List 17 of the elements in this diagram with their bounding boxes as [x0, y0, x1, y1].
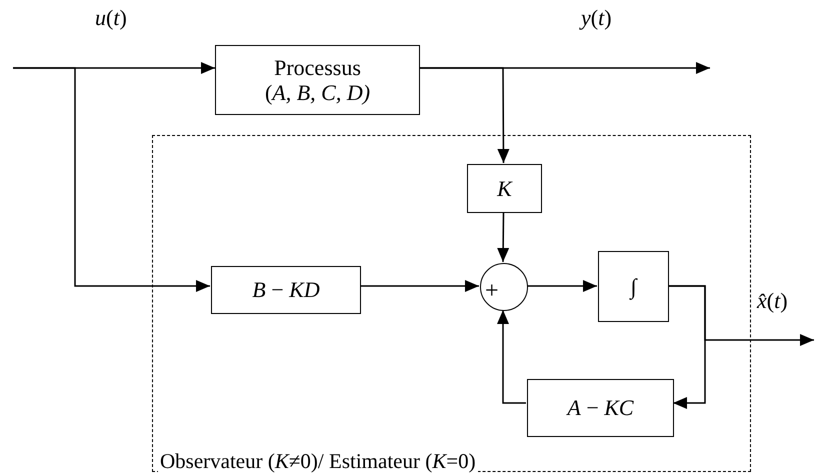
signal-label: x̂(t): [757, 288, 788, 314]
summing-junction: +: [480, 263, 528, 311]
gain-box: A − KC: [527, 379, 674, 437]
gain-box: K: [467, 164, 542, 213]
arrow: [668, 285, 814, 346]
arrow: [497, 310, 526, 404]
arrow: [360, 280, 479, 292]
signal-label: u(t): [95, 5, 127, 31]
observer-boundary: [152, 135, 751, 472]
integrator-box: ∫: [598, 251, 669, 322]
signal-label: y(t): [581, 5, 612, 31]
arrow: [497, 212, 510, 262]
arrow: [527, 280, 597, 292]
process-box: Processus (A, B, C, D): [215, 45, 420, 115]
arrow: [420, 67, 510, 163]
arrow: [13, 67, 210, 292]
gain-box: B − KD: [211, 266, 361, 314]
